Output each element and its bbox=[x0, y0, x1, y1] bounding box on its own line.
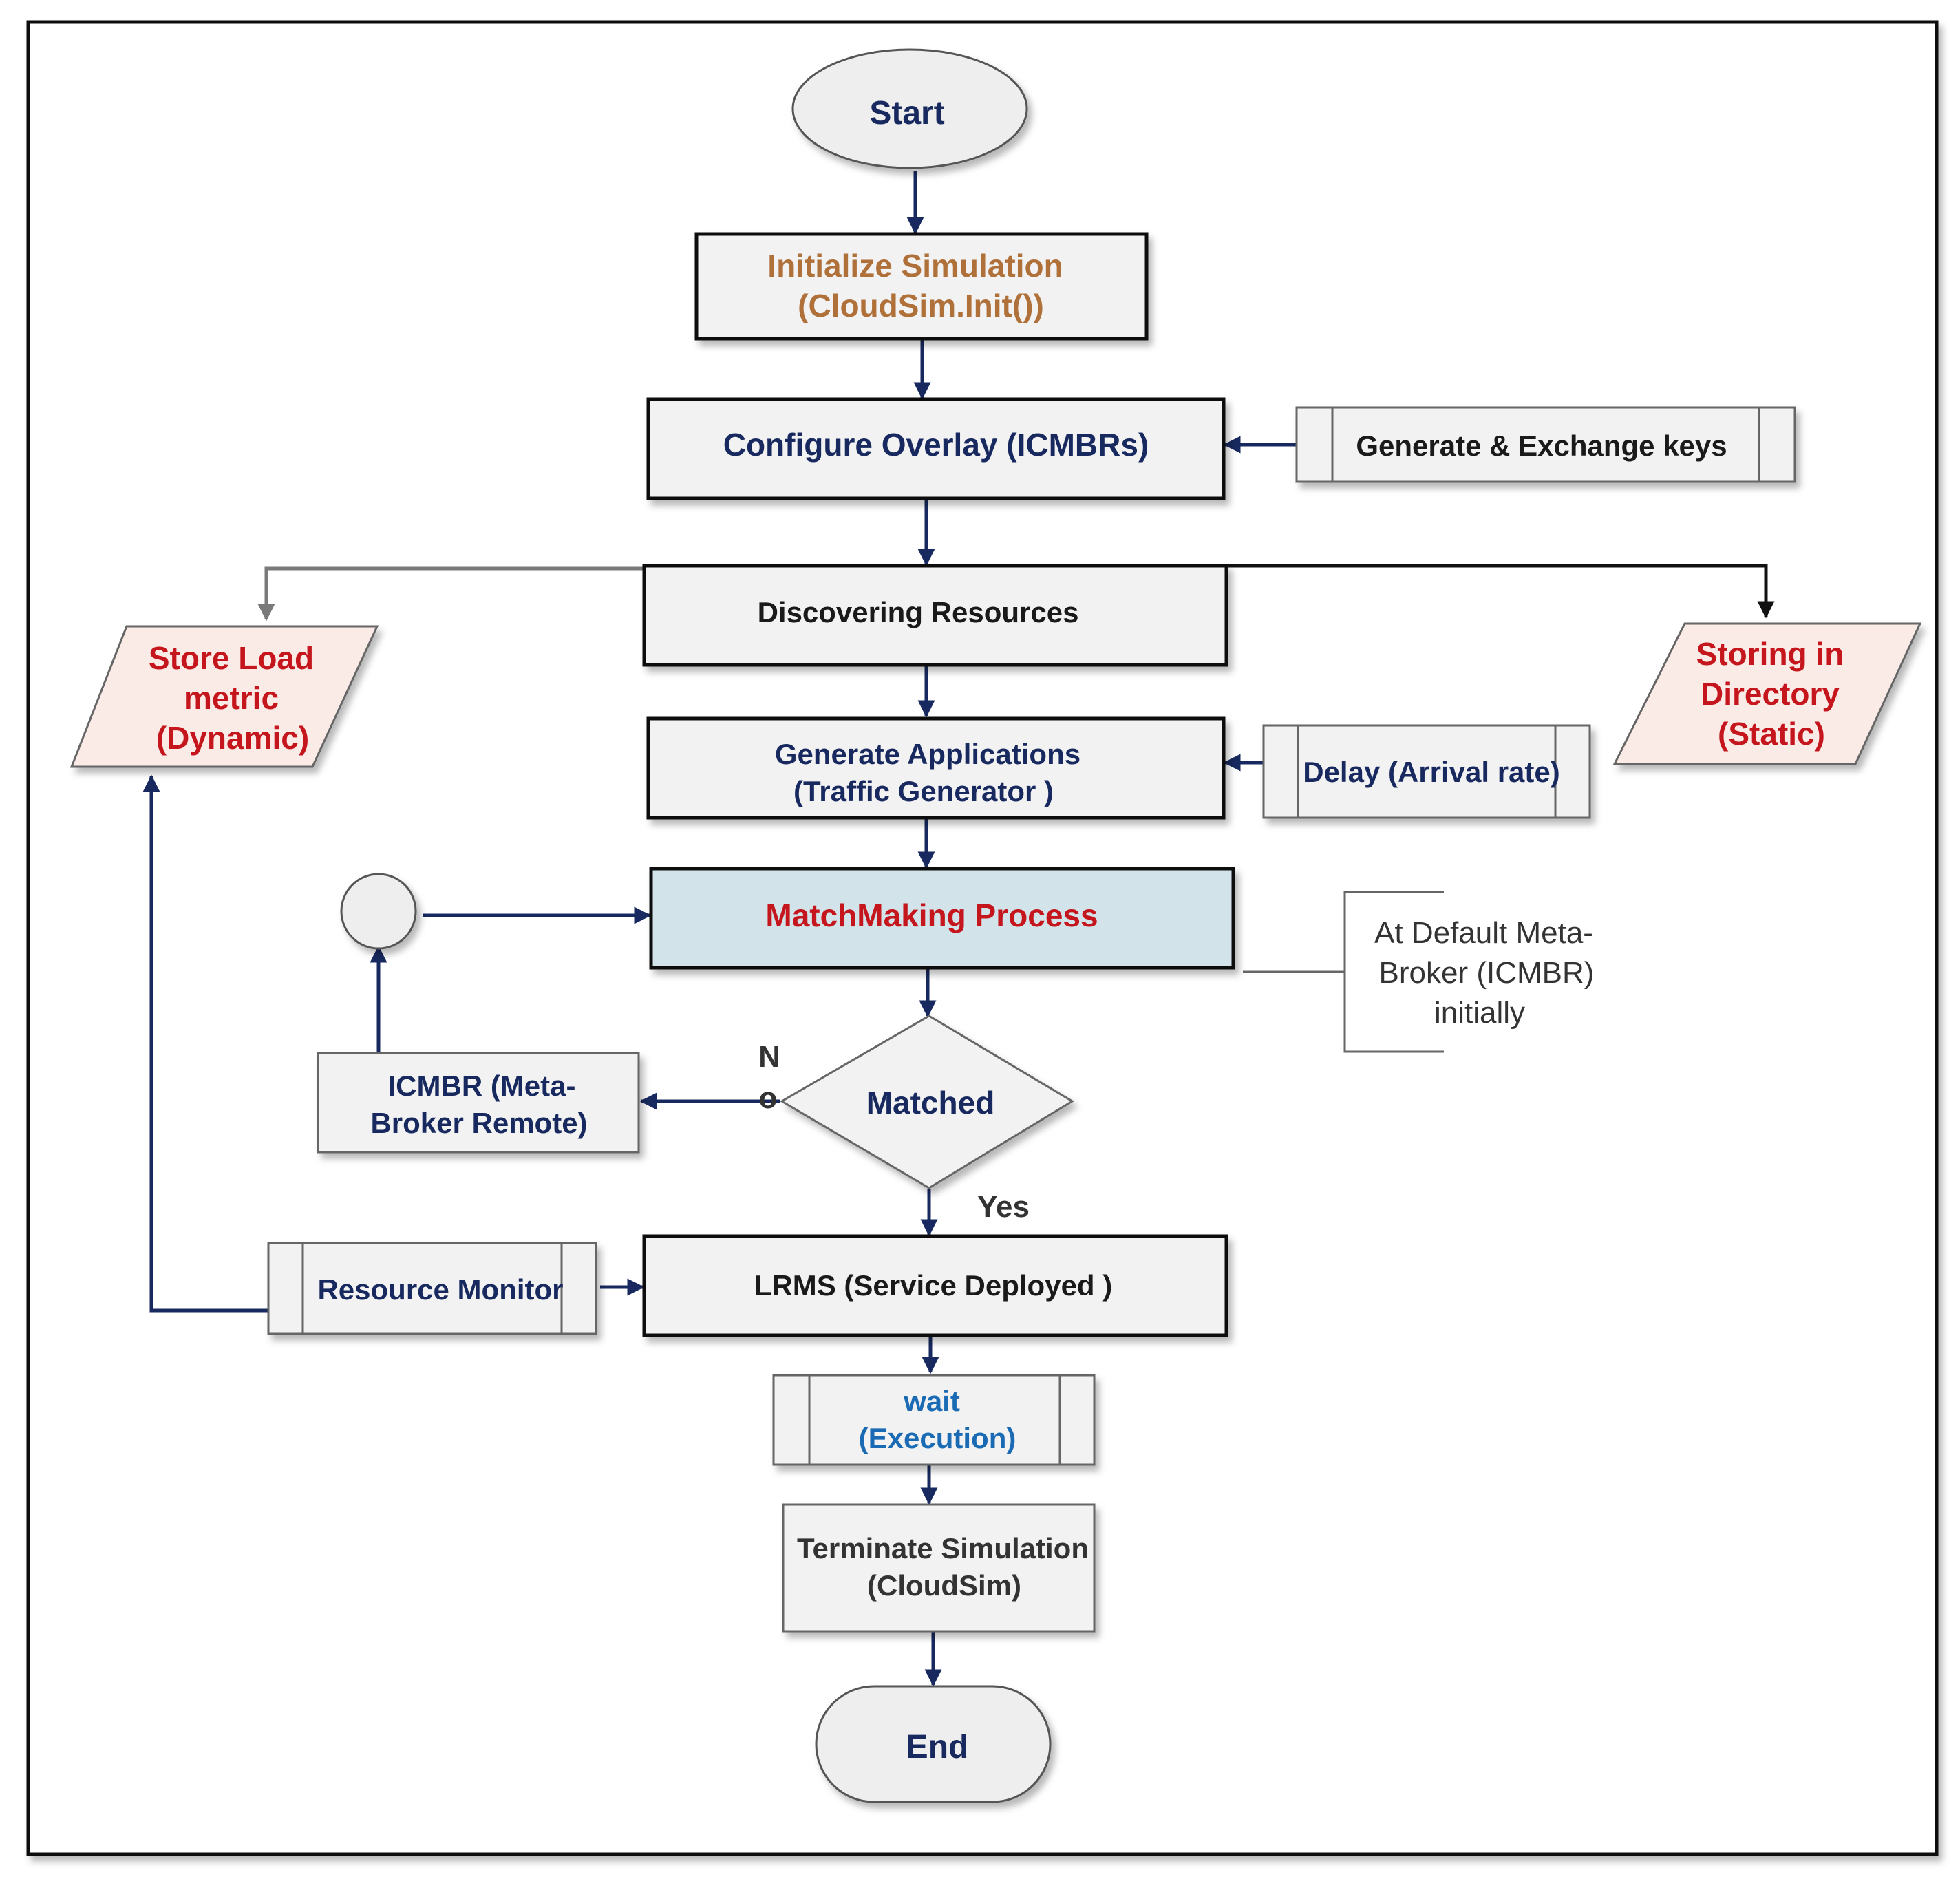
store-line-1: Store Load bbox=[149, 640, 314, 676]
no-label-o: o bbox=[759, 1081, 778, 1115]
wait-line-2: (Execution) bbox=[859, 1422, 1016, 1454]
matched-decision: Matched bbox=[780, 1015, 1074, 1189]
note-line-3: initially bbox=[1434, 996, 1525, 1030]
icmbr-remote-box: ICMBR (Meta- Broker Remote) bbox=[317, 1052, 640, 1154]
default-metabroker-note: At Default Meta- Broker (ICMBR) initiall… bbox=[1343, 891, 1595, 1053]
arrow-discover-to-storing bbox=[1226, 564, 1775, 619]
note-line-1: At Default Meta- bbox=[1374, 916, 1593, 950]
no-label-n: N bbox=[758, 1040, 780, 1074]
initialize-line-1: Initialize Simulation bbox=[767, 248, 1063, 284]
note-line-2: Broker (ICMBR) bbox=[1379, 956, 1595, 990]
terminate-line-1: Terminate Simulation bbox=[797, 1532, 1089, 1564]
matchmaking-label: MatchMaking Process bbox=[765, 898, 1098, 933]
arrow-discover-to-store bbox=[257, 566, 644, 622]
generate-applications-line-1: Generate Applications bbox=[775, 738, 1080, 770]
configure-overlay-box: Configure Overlay (ICMBRs) bbox=[646, 397, 1226, 500]
discovering-resources-box: Discovering Resources bbox=[642, 564, 1228, 667]
matched-label: Matched bbox=[866, 1085, 995, 1121]
store-line-2: metric bbox=[184, 680, 279, 716]
terminate-line-2: (CloudSim) bbox=[867, 1569, 1021, 1602]
store-load-metric-data: Store Load metric (Dynamic) bbox=[70, 625, 379, 768]
matchmaking-process-box: MatchMaking Process bbox=[649, 867, 1235, 970]
resource-monitor-label: Resource Monitor bbox=[317, 1273, 563, 1306]
icmbr-line-2: Broker Remote) bbox=[370, 1107, 587, 1139]
lrms-service-deployed-box: LRMS (Service Deployed ) bbox=[642, 1234, 1228, 1337]
terminate-simulation-box: Terminate Simulation (CloudSim) bbox=[782, 1503, 1096, 1633]
storing-line-2: Directory bbox=[1701, 676, 1840, 712]
store-line-3: (Dynamic) bbox=[156, 720, 309, 756]
arrow-monitor-to-store bbox=[142, 774, 273, 1313]
lrms-label: LRMS (Service Deployed ) bbox=[754, 1269, 1112, 1302]
delay-arrival-rate-box: Delay (Arrival rate) bbox=[1262, 724, 1591, 819]
icmbr-line-1: ICMBR (Meta- bbox=[388, 1070, 576, 1102]
start-node: Start bbox=[791, 48, 1028, 169]
initialize-simulation-box: Initialize Simulation (CloudSim.Init()) bbox=[694, 232, 1149, 341]
end-node: End bbox=[815, 1685, 1052, 1803]
storing-line-1: Storing in bbox=[1696, 636, 1844, 672]
connector-circle bbox=[340, 873, 417, 950]
resource-monitor-box: Resource Monitor bbox=[267, 1242, 597, 1335]
generate-keys-label: Generate & Exchange keys bbox=[1356, 429, 1727, 462]
wait-execution-box: wait (Execution) bbox=[772, 1374, 1096, 1466]
generate-applications-box: Generate Applications (Traffic Generator… bbox=[646, 716, 1226, 820]
end-label: End bbox=[906, 1729, 969, 1765]
wait-line-1: wait bbox=[903, 1385, 960, 1417]
initialize-line-2: (CloudSim.Init()) bbox=[798, 288, 1044, 323]
storing-line-3: (Static) bbox=[1718, 716, 1825, 752]
start-label: Start bbox=[869, 95, 944, 131]
generate-applications-line-2: (Traffic Generator ) bbox=[793, 775, 1054, 807]
discovering-resources-label: Discovering Resources bbox=[758, 596, 1079, 628]
yes-label: Yes bbox=[977, 1190, 1030, 1224]
storing-directory-data: Storing in Directory (Static) bbox=[1612, 622, 1922, 765]
configure-overlay-label: Configure Overlay (ICMBRs) bbox=[723, 427, 1149, 463]
connectors bbox=[142, 171, 1775, 1687]
generate-keys-box: Generate & Exchange keys bbox=[1295, 406, 1796, 483]
delay-label: Delay (Arrival rate) bbox=[1303, 756, 1560, 788]
